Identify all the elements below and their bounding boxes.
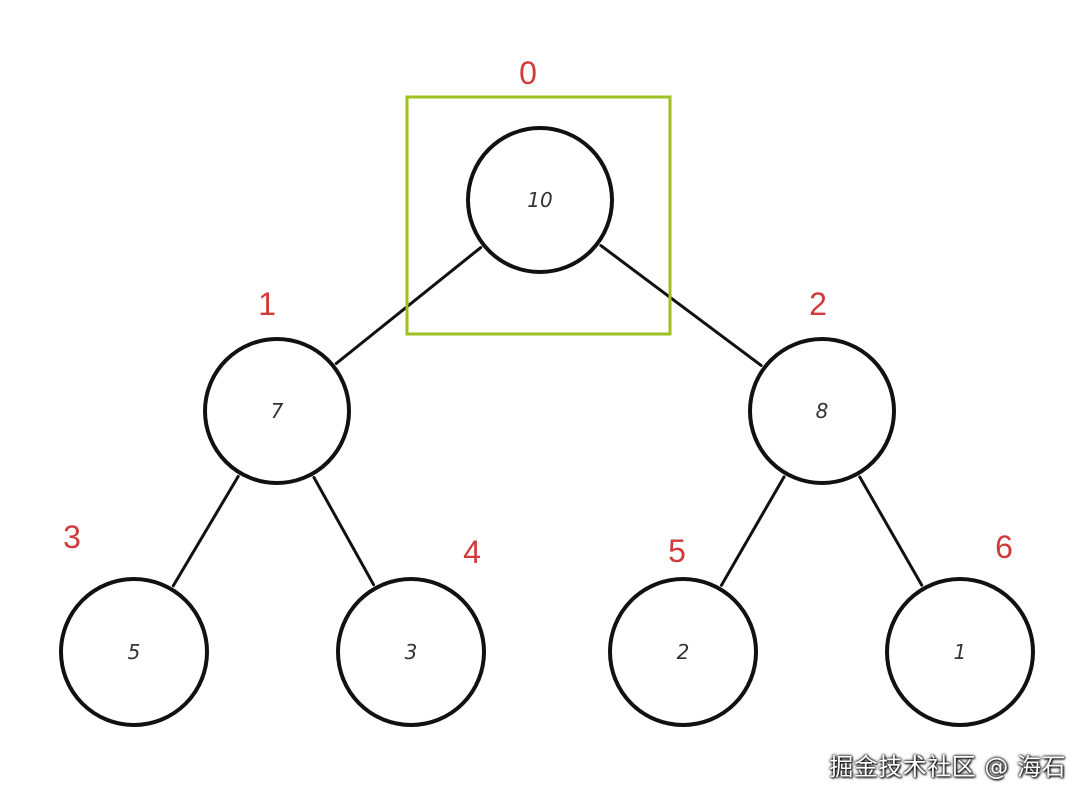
index-label-3: 3	[63, 519, 81, 555]
tree-node-5: 2	[608, 577, 758, 727]
index-label-5: 5	[668, 533, 686, 569]
node-value: 7	[271, 399, 284, 423]
watermark: 掘金技术社区 @ 海石	[829, 753, 1066, 781]
highlight-box	[405, 95, 672, 336]
index-label-1: 1	[258, 286, 276, 322]
tree-node-6: 1	[885, 577, 1035, 727]
node-value: 2	[677, 640, 690, 664]
tree-nodes: 10 7 8 5 3 2 1	[59, 126, 1035, 727]
node-circle	[59, 577, 209, 727]
tree-node-1: 7	[203, 337, 351, 485]
tree-node-3: 5	[59, 577, 209, 727]
tree-node-2: 8	[748, 337, 896, 485]
index-label-6: 6	[995, 529, 1013, 565]
node-value: 5	[128, 640, 141, 664]
node-circle	[885, 577, 1035, 727]
index-label-4: 4	[463, 534, 481, 570]
edge-1-3	[171, 474, 240, 588]
edge-0-2	[599, 244, 763, 367]
index-label-0: 0	[519, 55, 537, 91]
tree-edges	[171, 244, 924, 588]
node-value: 1	[954, 640, 967, 664]
node-value: 10	[527, 188, 552, 212]
tree-node-4: 3	[336, 577, 486, 727]
edge-2-5	[719, 475, 786, 587]
node-circle	[336, 577, 486, 727]
index-label-2: 2	[809, 286, 827, 322]
edge-2-6	[858, 475, 924, 587]
node-circle	[466, 126, 614, 274]
node-value: 8	[816, 399, 829, 423]
index-labels: 0 1 2 3 4 5 6	[63, 55, 1013, 570]
edge-1-4	[312, 475, 376, 587]
node-circle	[203, 337, 351, 485]
node-circle	[608, 577, 758, 727]
node-value: 3	[405, 640, 418, 664]
tree-node-0: 10	[466, 126, 614, 274]
node-circle	[748, 337, 896, 485]
